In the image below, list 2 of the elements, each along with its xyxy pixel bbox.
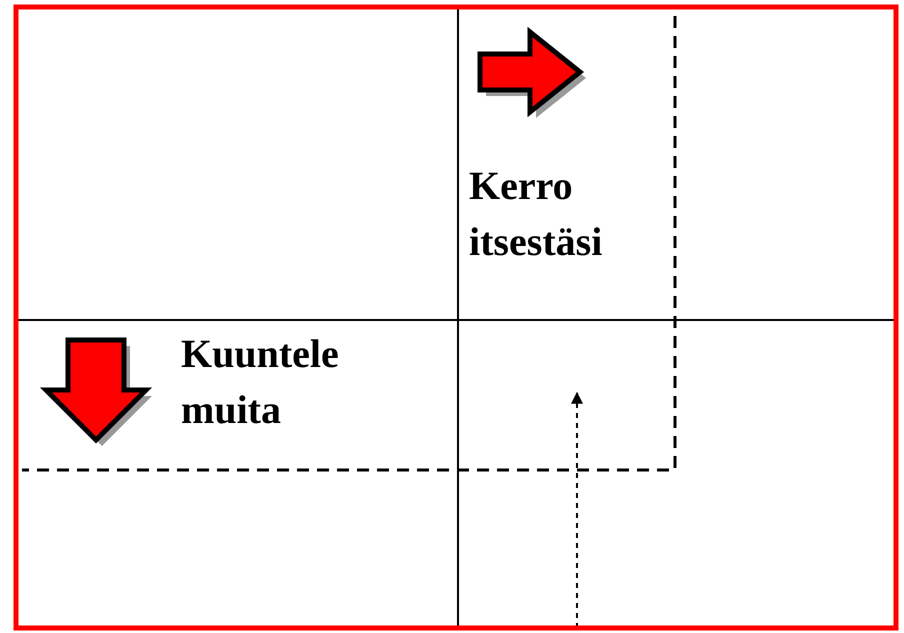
quadrant-label: Kuuntele muita <box>181 330 340 434</box>
quadrant-label: Kerro itsestäsi <box>469 162 604 266</box>
